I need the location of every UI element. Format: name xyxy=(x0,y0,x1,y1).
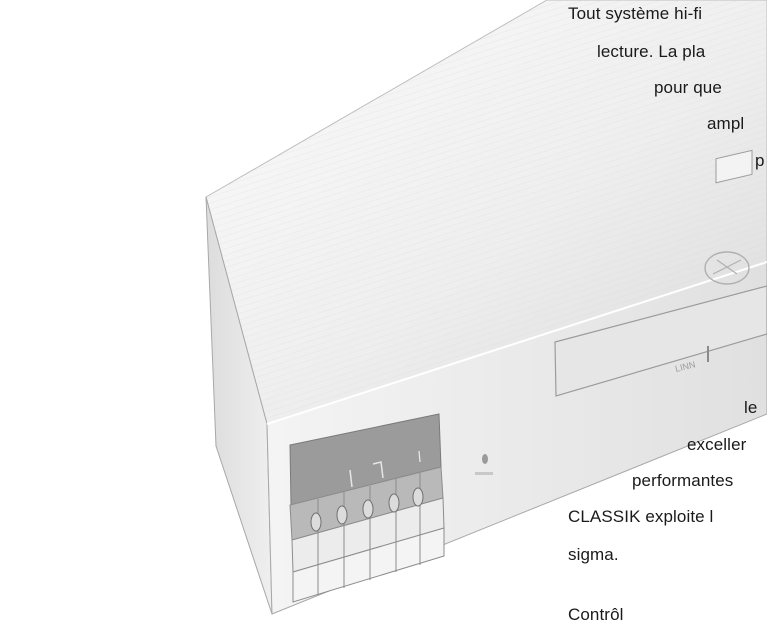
text-line-9: CLASSIK exploite l xyxy=(568,507,714,526)
text-line-4: ampl xyxy=(707,114,745,133)
text-line-1: Tout système hi-fi xyxy=(568,4,703,23)
text-line-10: sigma. xyxy=(568,545,619,564)
linn-logo-icon xyxy=(704,251,750,285)
ir-sensor xyxy=(482,454,488,464)
text-line-2: lecture. La pla xyxy=(597,42,706,61)
text-line-3: pour que xyxy=(654,78,722,97)
text-line-5: p xyxy=(755,151,765,170)
text-line-8: performantes xyxy=(632,471,734,490)
text-line-11: Contrôl xyxy=(568,605,624,624)
disc-drawer-slot xyxy=(554,285,767,397)
text-line-7: exceller xyxy=(687,435,747,454)
brand-label: LINN xyxy=(674,359,696,374)
text-line-6: le xyxy=(744,398,758,417)
